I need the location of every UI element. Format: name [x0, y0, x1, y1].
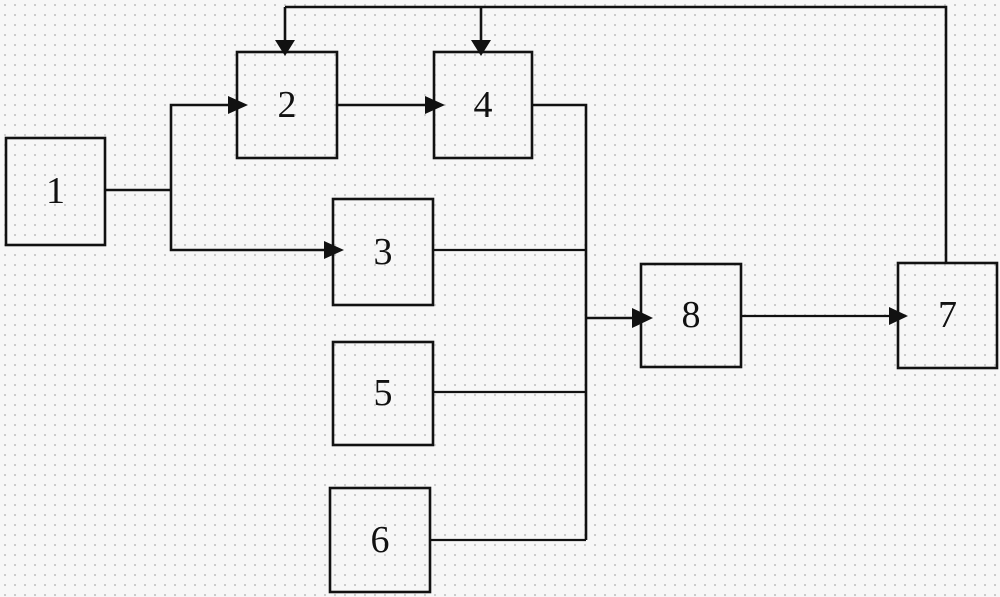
- arrow-head-into-node4-left: [425, 96, 445, 114]
- node-box-4[interactable]: [432, 50, 534, 160]
- arrow-head-into-node2-left: [228, 96, 248, 114]
- edge-node7-feedback-rail: [285, 5, 948, 263]
- node-box-8[interactable]: [639, 262, 743, 369]
- edge-node4-to-bus: [532, 103, 588, 318]
- edge-node1-to-node3: [169, 190, 324, 252]
- node-box-5[interactable]: [331, 340, 435, 447]
- node-box-2[interactable]: [235, 50, 339, 160]
- arrow-head-into-node2-top: [275, 40, 295, 56]
- node-box-3[interactable]: [331, 197, 435, 307]
- node-box-6[interactable]: [328, 486, 432, 594]
- node-box-7[interactable]: [896, 261, 999, 370]
- arrow-head-into-node8-left: [632, 308, 653, 328]
- arrow-head-into-node3-left: [324, 241, 344, 259]
- node-box-1[interactable]: [4, 136, 107, 247]
- arrow-head-into-node7-left: [889, 307, 908, 325]
- edge-node1-to-node2: [169, 103, 228, 190]
- arrow-head-into-node4-top: [471, 40, 491, 56]
